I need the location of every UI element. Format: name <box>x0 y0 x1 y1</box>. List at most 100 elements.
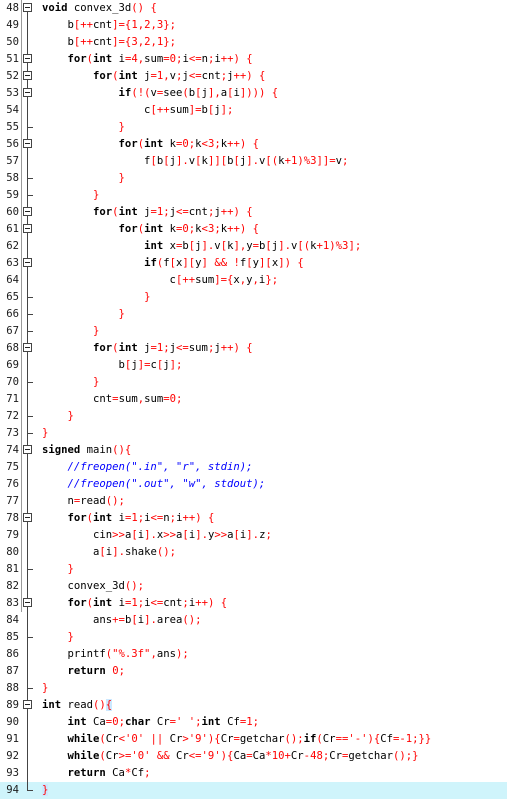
fold-toggle-icon[interactable] <box>23 700 32 709</box>
fold-toggle-icon[interactable] <box>23 513 32 522</box>
line-number: 66 <box>6 308 19 320</box>
code-line[interactable]: 56 for(int k=0;k<3;k++) { <box>0 136 507 153</box>
code-line[interactable]: 70 } <box>0 374 507 391</box>
code-token: ]) <box>278 257 291 269</box>
code-token: < <box>201 138 208 150</box>
code-line[interactable]: 64 c[++sum]={x,y,i}; <box>0 272 507 289</box>
code-token: b <box>259 240 266 252</box>
code-line[interactable]: 63 if(f[x][y] && !f[y][x]) { <box>0 255 507 272</box>
code-line[interactable]: 83 for(int i=1;i<=cnt;i++) { <box>0 595 507 612</box>
code-token: Cr <box>105 750 119 762</box>
code-line[interactable]: 84 ans+=b[i].area(); <box>0 612 507 629</box>
code-line[interactable]: 94} <box>0 782 507 799</box>
code-line[interactable]: 62 int x=b[j].v[k],y=b[j].v[(k+1)%3]; <box>0 238 507 255</box>
code-line[interactable]: 59 } <box>0 187 507 204</box>
code-line[interactable]: 80 a[i].shake(); <box>0 544 507 561</box>
code-line[interactable]: 76 //freopen(".out", "w", stdout); <box>0 476 507 493</box>
code-line[interactable]: 55 } <box>0 119 507 136</box>
code-text: for(int j=1;j<=sum;j++) { <box>42 340 253 357</box>
code-line[interactable]: 58 } <box>0 170 507 187</box>
code-line[interactable]: 57 f[b[j].v[k]][b[j].v[(k+1)%3]]=v; <box>0 153 507 170</box>
fold-toggle-icon[interactable] <box>23 207 32 216</box>
code-line[interactable]: 73} <box>0 425 507 442</box>
code-line[interactable]: 91 while(Cr<'0' || Cr>'9'){Cr=getchar();… <box>0 731 507 748</box>
code-token: = <box>124 512 132 524</box>
code-line[interactable]: 49 b[++cnt]={1,2,3}; <box>0 17 507 34</box>
code-token: i <box>112 53 125 65</box>
code-token: ans <box>156 648 176 660</box>
line-number: 78 <box>6 512 19 524</box>
fold-toggle-icon[interactable] <box>23 598 32 607</box>
code-token: Cr <box>169 750 189 762</box>
code-token: return <box>67 665 106 677</box>
code-line[interactable]: 77 n=read(); <box>0 493 507 510</box>
code-line[interactable]: 90 int Ca=0;char Cr=' ';int Cf=1; <box>0 714 507 731</box>
code-text: c[++sum]={x,y,i}; <box>42 272 279 289</box>
code-line[interactable]: 53 if(!(v=see(b[j],a[i]))) { <box>0 85 507 102</box>
fold-line <box>27 136 28 139</box>
code-line[interactable]: 87 return 0; <box>0 663 507 680</box>
code-line[interactable]: 60 for(int j=1;j<=cnt;j++) { <box>0 204 507 221</box>
code-token: i <box>188 597 196 609</box>
fold-toggle-icon[interactable] <box>23 71 32 80</box>
code-token <box>42 87 119 99</box>
code-token: j <box>195 240 202 252</box>
fold-line <box>27 85 28 88</box>
code-line[interactable]: 51 for(int i=4,sum=0;i<=n;i++) { <box>0 51 507 68</box>
code-line[interactable]: 50 b[++cnt]={3,2,1}; <box>0 34 507 51</box>
code-line[interactable]: 75 //freopen(".in", "r", stdin); <box>0 459 507 476</box>
code-token: = <box>124 597 132 609</box>
code-line[interactable]: 66 } <box>0 306 507 323</box>
code-token: [ <box>188 240 196 252</box>
code-line[interactable]: 82 convex_3d(); <box>0 578 507 595</box>
code-token: ; <box>207 342 215 354</box>
code-line[interactable]: 69 b[j]=c[j]; <box>0 357 507 374</box>
code-line[interactable]: 85 } <box>0 629 507 646</box>
code-line[interactable]: 68 for(int j=1;j<=sum;j++) { <box>0 340 507 357</box>
code-token: { <box>252 138 260 150</box>
code-line[interactable]: 72 } <box>0 408 507 425</box>
code-token: <= <box>188 70 202 82</box>
fold-line <box>27 153 28 170</box>
line-number: 56 <box>6 138 19 150</box>
fold-toggle-icon[interactable] <box>23 445 32 454</box>
fold-toggle-icon[interactable] <box>23 258 32 267</box>
fold-toggle-icon[interactable] <box>23 54 32 63</box>
code-line[interactable]: 61 for(int k=0;k<3;k++) { <box>0 221 507 238</box>
code-line[interactable]: 93 return Ca*Cf; <box>0 765 507 782</box>
code-line[interactable]: 78 for(int i=1;i<=n;i++) { <box>0 510 507 527</box>
fold-line <box>27 12 28 17</box>
code-line[interactable]: 81 } <box>0 561 507 578</box>
code-line[interactable]: 65 } <box>0 289 507 306</box>
fold-toggle-icon[interactable] <box>23 224 32 233</box>
code-token: { <box>207 512 215 524</box>
code-line[interactable]: 67 } <box>0 323 507 340</box>
code-line[interactable]: 79 cin>>a[i].x>>a[i].y>>a[i].z; <box>0 527 507 544</box>
code-line[interactable]: 92 while(Cr>='0' && Cr<='9'){Ca=Ca*10+Cr… <box>0 748 507 765</box>
code-token: read <box>80 495 106 507</box>
fold-toggle-icon[interactable] <box>23 88 32 97</box>
code-text: convex_3d(); <box>42 578 145 595</box>
code-token: , <box>137 393 145 405</box>
code-token: ]; <box>220 104 234 116</box>
code-line[interactable]: 88} <box>0 680 507 697</box>
code-line[interactable]: 54 c[++sum]=b[j]; <box>0 102 507 119</box>
code-line[interactable]: 52 for(int j=1,v;j<=cnt;j++) { <box>0 68 507 85</box>
code-token <box>42 376 93 388</box>
code-token: int <box>144 138 164 150</box>
code-line[interactable]: 86 printf("%.3f",ans); <box>0 646 507 663</box>
fold-toggle-icon[interactable] <box>23 3 32 12</box>
fold-toggle-icon[interactable] <box>23 139 32 148</box>
code-token: int <box>93 512 113 524</box>
fold-end-marker <box>27 433 33 434</box>
code-token: n <box>201 53 208 65</box>
code-token: k <box>163 138 176 150</box>
fold-toggle-icon[interactable] <box>23 343 32 352</box>
line-number: 81 <box>6 563 19 575</box>
code-token: }; <box>265 274 279 286</box>
code-line[interactable]: 71 cnt=sum,sum=0; <box>0 391 507 408</box>
